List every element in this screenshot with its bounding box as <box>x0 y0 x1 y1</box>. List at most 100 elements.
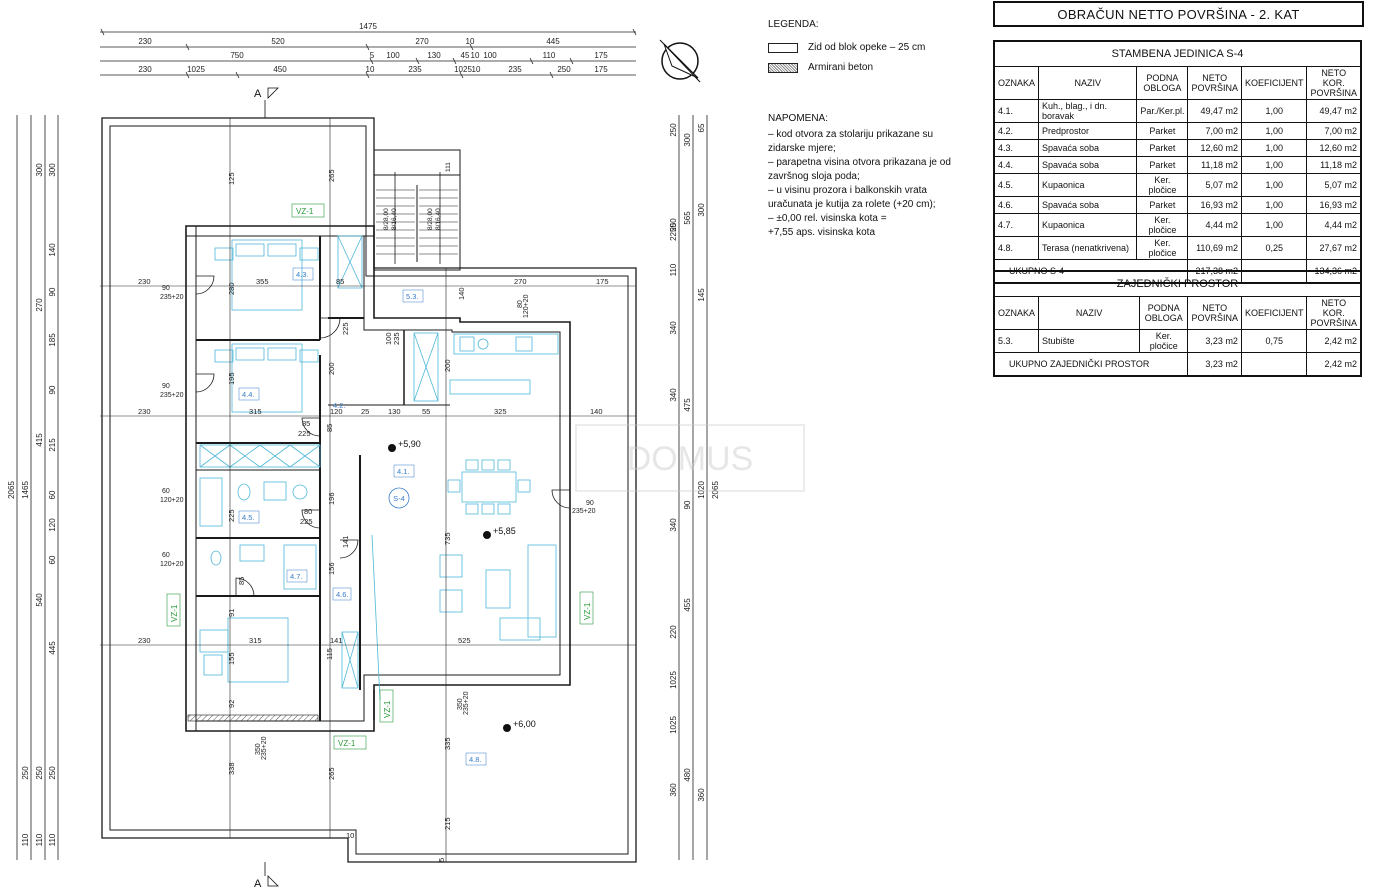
svg-text:110: 110 <box>48 833 57 846</box>
internal-dimension-texts: 230 230 230 270 175 355 85 85 225 315 12… <box>138 277 609 840</box>
svg-text:140: 140 <box>590 407 603 416</box>
svg-text:565: 565 <box>683 211 692 225</box>
room-label-4-2: 4.2. <box>333 401 346 410</box>
total-area: 3,23 m2 <box>1187 352 1242 377</box>
svg-text:155: 155 <box>227 652 236 665</box>
notes: NAPOMENA: kod otvora za stolariju prikaz… <box>768 112 978 240</box>
svg-text:+5,90: +5,90 <box>398 439 421 449</box>
cell-name: Spavaća soba <box>1038 196 1138 214</box>
svg-text:8/28,00: 8/28,00 <box>427 208 434 230</box>
cell-id: 4.2. <box>993 122 1040 140</box>
col-header-podna: PODNA OBLOGA <box>1136 66 1189 100</box>
svg-text:230: 230 <box>138 37 152 46</box>
cell-coef: 0,25 <box>1240 236 1308 260</box>
svg-text:230: 230 <box>138 407 151 416</box>
svg-text:100: 100 <box>483 51 497 60</box>
svg-text:445: 445 <box>546 37 560 46</box>
svg-text:60: 60 <box>48 555 57 564</box>
legend-item-label: Armirani beton <box>808 62 874 73</box>
svg-text:110: 110 <box>21 833 30 846</box>
legend-item-concrete: Armirani beton <box>768 60 983 76</box>
cell-area: 11,18 m2 <box>1187 156 1242 174</box>
table-caption: ZAJEDNIČKI PROSTOR <box>993 270 1362 297</box>
notes-title: NAPOMENA: <box>768 113 829 124</box>
cell-id: 4.7. <box>993 213 1040 237</box>
svg-text:45: 45 <box>461 51 470 60</box>
right-dimension-texts: 250 2250 110 340 475 1020 2065 1025 360 … <box>669 123 720 802</box>
note-line: parapetna visina otvora prikazana je od <box>768 156 978 170</box>
svg-text:120: 120 <box>330 407 343 416</box>
cell-id: 4.4. <box>993 156 1040 174</box>
cell-coef: 1,00 <box>1240 196 1308 214</box>
svg-text:85: 85 <box>302 419 310 428</box>
cell-net: 49,47 m2 <box>1306 99 1362 123</box>
col-header-netokor: NETO KOR. POVRŠINA <box>1306 66 1362 100</box>
col-header-naziv: NAZIV <box>1038 296 1141 330</box>
total-coef-empty <box>1240 352 1308 377</box>
cell-net: 16,93 m2 <box>1306 196 1362 214</box>
cell-area: 49,47 m2 <box>1187 99 1242 123</box>
level-markers: +5,90 +5,85 +6,00 <box>388 439 536 732</box>
svg-text:8/16,40: 8/16,40 <box>435 208 442 230</box>
legend-title: LEGENDA: <box>768 19 819 30</box>
svg-text:140: 140 <box>48 243 57 257</box>
svg-text:270: 270 <box>514 277 527 286</box>
svg-text:DOMUS: DOMUS <box>627 440 754 478</box>
svg-text:360: 360 <box>669 783 678 797</box>
svg-text:225: 225 <box>341 322 350 335</box>
cell-area: 16,93 m2 <box>1187 196 1242 214</box>
notes-list: kod otvora za stolariju prikazane su zid… <box>768 128 978 240</box>
cell-name: Spavaća soba <box>1038 156 1138 174</box>
cell-net: 2,42 m2 <box>1306 329 1362 353</box>
svg-text:350: 350 <box>457 698 464 710</box>
stair-core <box>373 149 461 271</box>
svg-text:8/28,00: 8/28,00 <box>383 208 390 230</box>
room-label-frames <box>238 267 487 766</box>
right-dimension-lines <box>678 115 708 860</box>
cell-area: 5,07 m2 <box>1187 173 1242 197</box>
cell-floor: Parket <box>1136 196 1189 214</box>
vertical-inner-texts: 125 280 195 225 91 155 92 338 265 200 19… <box>227 169 466 862</box>
svg-text:90: 90 <box>48 385 57 394</box>
svg-text:270: 270 <box>35 298 44 312</box>
room-label-4-3: 4.3. <box>296 270 309 279</box>
room-labels: 4.1. 4.2. 4.3. 4.4. 4.5. 4.6. 4.7. 4.8. … <box>242 270 482 764</box>
note-line: +7,55 aps. visinska kota <box>768 227 876 238</box>
section-markers: A A <box>254 87 279 890</box>
svg-text:525: 525 <box>458 636 471 645</box>
svg-text:235+20: 235+20 <box>261 736 268 760</box>
svg-text:250: 250 <box>21 766 30 780</box>
svg-text:230: 230 <box>138 65 152 74</box>
svg-text:5: 5 <box>370 51 375 60</box>
svg-text:175: 175 <box>594 65 608 74</box>
cell-floor: Ker. pločice <box>1136 173 1189 197</box>
svg-text:VZ-1: VZ-1 <box>583 602 592 620</box>
svg-text:92: 92 <box>227 700 236 708</box>
svg-text:250: 250 <box>669 218 678 232</box>
svg-text:250: 250 <box>35 766 44 780</box>
cell-area: 3,23 m2 <box>1187 329 1242 353</box>
svg-text:10: 10 <box>346 831 354 840</box>
cell-coef: 1,00 <box>1240 99 1308 123</box>
svg-text:230: 230 <box>138 636 151 645</box>
svg-text:300: 300 <box>35 163 44 177</box>
svg-text:VZ-1: VZ-1 <box>338 739 356 748</box>
col-header-naziv: NAZIV <box>1038 66 1138 100</box>
svg-text:A: A <box>254 88 262 100</box>
room-label-4-6: 4.6. <box>336 590 349 599</box>
room-label-4-5: 4.5. <box>242 513 255 522</box>
svg-text:91: 91 <box>227 609 236 617</box>
col-header-netokor: NETO KOR. POVRŠINA <box>1306 296 1362 330</box>
svg-text:VZ-1: VZ-1 <box>383 700 392 718</box>
svg-text:315: 315 <box>249 636 262 645</box>
svg-text:235+20: 235+20 <box>572 508 596 515</box>
room-label-4-8: 4.8. <box>469 755 482 764</box>
svg-text:1025: 1025 <box>187 65 205 74</box>
svg-text:265: 265 <box>327 767 336 780</box>
svg-text:360: 360 <box>697 788 706 802</box>
svg-text:225: 225 <box>300 517 313 526</box>
svg-text:115: 115 <box>325 648 334 660</box>
svg-text:480: 480 <box>683 768 692 782</box>
